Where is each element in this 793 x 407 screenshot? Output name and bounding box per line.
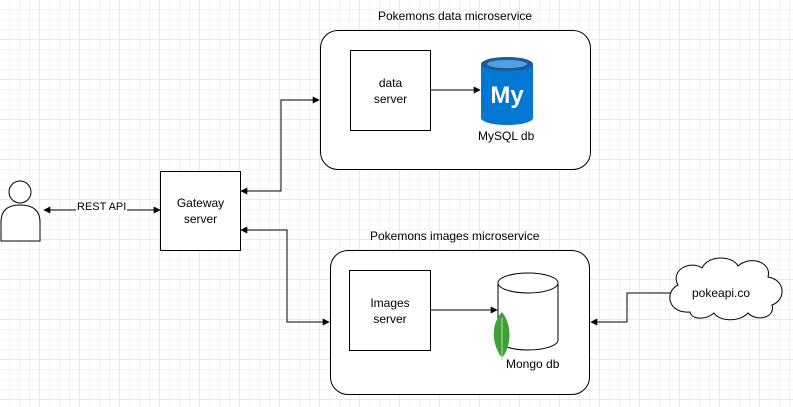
rest-api-label: REST API <box>76 200 128 214</box>
mysql-icon-text: My <box>490 82 524 109</box>
images-server-line2: server <box>373 311 407 326</box>
data-server-box[interactable]: data server <box>350 50 431 131</box>
pokeapi-cloud-icon <box>669 257 783 321</box>
gateway-server-box[interactable]: Gateway server <box>160 171 241 251</box>
data-server-line2: server <box>373 91 408 106</box>
images-server-line1: Images <box>370 295 410 310</box>
pokeapi-images-connector <box>590 292 672 326</box>
images-server-box[interactable]: Images server <box>349 270 431 351</box>
gateway-images-connector <box>240 226 330 326</box>
mysql-db-icon: My <box>481 57 533 125</box>
images-service-title: Pokemons images microservice <box>370 229 540 243</box>
data-service-title: Pokemons data microservice <box>378 9 533 23</box>
data-server-line1: data <box>378 75 403 90</box>
user-icon <box>0 180 41 242</box>
mongo-leaf-icon <box>493 312 510 360</box>
gateway-line1: Gateway <box>176 196 225 210</box>
gateway-data-connector <box>240 96 320 195</box>
mysql-db-label: MySQL db <box>478 129 535 143</box>
pokeapi-label: pokeapi.co <box>692 286 751 300</box>
gateway-line2: server <box>183 212 218 226</box>
mongo-db-label: Mongo db <box>506 357 560 371</box>
